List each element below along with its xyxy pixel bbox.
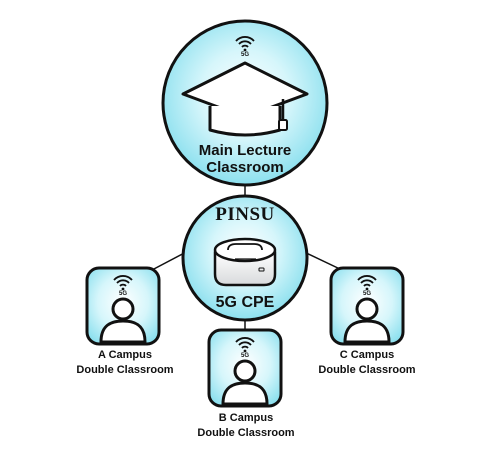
main-classroom-title-line1: Main Lecture <box>198 142 292 159</box>
signal-badge-a: 5G <box>119 291 127 297</box>
main-classroom-label: Main Lecture Classroom <box>175 142 315 176</box>
brand-logo: PINSU <box>215 204 275 225</box>
campus-c-label: C Campus Double Classroom <box>302 348 432 378</box>
main-classroom-title-line2: Classroom <box>206 159 284 176</box>
campus-c-label-line2: Double Classroom <box>318 364 416 376</box>
campus-b-node: 5G <box>207 328 283 408</box>
signal-badge-b: 5G <box>241 353 249 359</box>
main-classroom-node: 5G <box>161 19 329 187</box>
campus-a-node: 5G <box>85 266 161 346</box>
campus-b-label-line2: Double Classroom <box>197 427 295 439</box>
signal-badge-c: 5G <box>363 291 371 297</box>
campus-b-label-line1: B Campus <box>218 412 274 424</box>
campus-a-label: A Campus Double Classroom <box>60 348 190 378</box>
campus-a-label-line2: Double Classroom <box>76 364 174 376</box>
cpe-router-icon <box>213 237 277 287</box>
signal-badge-main: 5G <box>241 52 249 58</box>
campus-c-node: 5G <box>329 266 405 346</box>
campus-b-label: B Campus Double Classroom <box>181 411 311 441</box>
cpe-hub-node <box>181 194 309 322</box>
campus-c-label-line1: C Campus <box>339 349 395 361</box>
graduation-cap-icon <box>181 61 309 137</box>
campus-a-label-line1: A Campus <box>98 349 152 361</box>
cpe-label: 5G CPE <box>215 294 275 311</box>
